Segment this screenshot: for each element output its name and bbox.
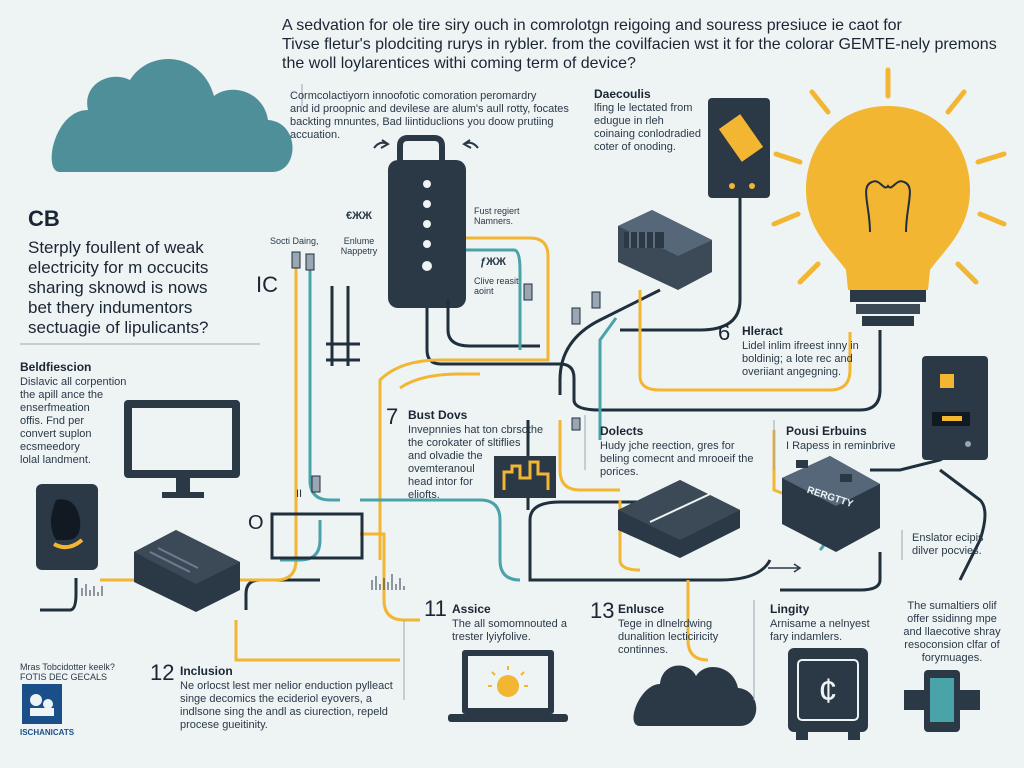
phone-icon xyxy=(904,670,980,732)
decoulis-title: Daecoulis xyxy=(594,87,651,101)
bust-title: Bust Dovs xyxy=(408,408,468,422)
separators xyxy=(20,84,903,700)
hleract-text: Lidel inlim ifreest inny in boldinig; a … xyxy=(742,340,859,378)
inclusion-text: Ne orlocst lest mer nelior enduction pyl… xyxy=(180,680,393,731)
brand-logo-icon xyxy=(22,684,62,724)
intro-text: Cormcolactiyorn innoofotic comoration pe… xyxy=(290,90,569,141)
hleract-title: Hleract xyxy=(742,324,783,338)
signal-meter-icon xyxy=(494,456,556,498)
currency-safe-icon: ¢ xyxy=(788,648,868,740)
symbol-2: ƒЖЖ xyxy=(480,256,507,268)
assice-text: The all somomnouted a trester lyiyfolive… xyxy=(452,618,567,643)
bust-number: 7 xyxy=(386,404,399,429)
dolects-title: Dolects xyxy=(600,424,644,438)
arrow-icon xyxy=(768,563,802,573)
assice-title: Assice xyxy=(452,602,491,616)
lingity-text: Arnisame a nelnyest fary indamlers. xyxy=(770,618,870,643)
cloud-icon xyxy=(51,59,293,172)
breaker-icon xyxy=(326,286,360,366)
fust-label: Fust regiert Namners. xyxy=(474,206,520,226)
power-meter-icon xyxy=(922,356,988,460)
two-bar-label: II xyxy=(296,488,303,500)
monitor-icon xyxy=(124,400,240,498)
light-bulb-icon xyxy=(806,106,970,326)
inclusion-number: 12 xyxy=(150,660,175,685)
symbol-1: €ЖЖ xyxy=(346,210,373,222)
assice-number: 11 xyxy=(424,596,447,621)
beldfiescion-title: Beldfiescion xyxy=(20,360,92,374)
beldfiescion-text: Dislavic all corpention the apill ance t… xyxy=(20,376,127,466)
socti-label: Socti Daing, xyxy=(270,236,319,246)
lingity-title: Lingity xyxy=(770,602,810,616)
network-switch-icon xyxy=(618,210,712,290)
clive-label: Clive reasit aoint xyxy=(474,276,519,296)
bulb-rays xyxy=(771,67,1007,285)
sumaltiers-text: The sumaltiers olif offer ssidinng mpe a… xyxy=(903,600,1001,664)
header-line-3: the woll loylarentices withi coming term… xyxy=(282,55,636,72)
o-box xyxy=(270,512,364,560)
connectors xyxy=(291,251,601,493)
enluece-title: Enlusce xyxy=(618,602,665,616)
smart-plug-icon xyxy=(36,484,98,570)
enluece-text: Tege in dlnelrdwing dunalition lecticiri… xyxy=(618,618,719,656)
brand-logo-text: ISCHANICATS xyxy=(20,728,75,737)
pousi-text: I Rapess in reminbrive xyxy=(786,440,896,452)
hleract-number: 6 xyxy=(718,320,731,345)
small-cloud-icon xyxy=(633,665,757,726)
o-label: O xyxy=(248,512,264,534)
ic-label: IC xyxy=(256,272,278,297)
inclusion-title: Inclusion xyxy=(180,664,233,678)
panel-device-icon xyxy=(618,480,740,558)
left-panel-title: CB xyxy=(28,206,60,231)
decoulis-text: lfing le lectated from edugue in rleh co… xyxy=(594,102,702,153)
enluece-number: 13 xyxy=(590,598,615,623)
battery-icon xyxy=(782,456,880,552)
dolects-text: Hudy jche reection, gres for beling come… xyxy=(600,440,754,478)
pousi-title: Pousi Erbuins xyxy=(786,424,867,438)
laptop-icon xyxy=(448,650,568,722)
header-line-1: A sedvation for ole tire siry ouch in co… xyxy=(282,17,902,34)
brand-caption: Mras Tobcidotter keelk? FOTIS DEC GECALS xyxy=(20,662,115,682)
wall-switch-icon xyxy=(708,98,770,198)
enlume-label: Enlume Nappetry xyxy=(340,236,378,256)
left-panel-text: Sterply foullent of weak electricity for… xyxy=(28,238,209,337)
tick-glyphs xyxy=(81,574,405,596)
central-controller-icon xyxy=(373,135,479,308)
bust-text: Invepnnies hat ton cbrsothe the corokate… xyxy=(408,424,544,501)
enslator-text: Enslator ecipis dilver pocvies. xyxy=(912,532,984,557)
router-icon xyxy=(134,530,240,612)
header-line-2: Tivse fletur's plodciting rurys in ryble… xyxy=(282,36,997,53)
svg-text:¢: ¢ xyxy=(819,672,838,710)
